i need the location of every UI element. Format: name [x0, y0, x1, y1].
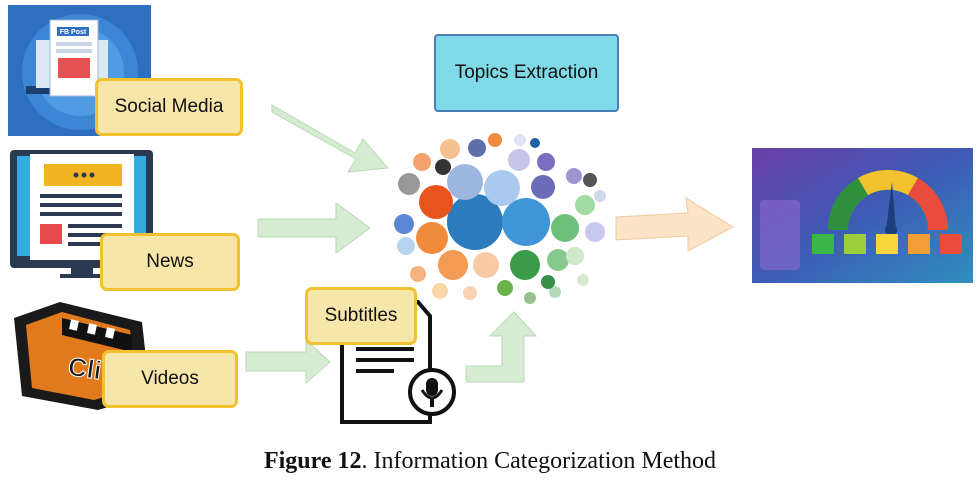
news-label: News [100, 233, 240, 291]
arrow-videos-to-subtitles [245, 338, 331, 385]
figure-caption-text: . Information Categorization Method [361, 448, 717, 474]
video-icon-text: Cli [66, 351, 103, 385]
arrow-subtitles-to-topics [465, 311, 538, 383]
videos-label: Videos [102, 350, 238, 408]
arrow-topics-to-sentiment [615, 197, 735, 252]
arrow-news-to-topics [257, 202, 371, 254]
figure-caption-label: Figure 12 [263, 448, 362, 474]
subtitles-label: Subtitles [305, 287, 417, 345]
arrow-social-to-topics [271, 104, 390, 173]
fb-post-text: FB Post [60, 29, 87, 36]
social-media-label: Social Media [95, 78, 243, 136]
bubble-chart-icon [388, 128, 612, 304]
figure-caption: Figure 12. Information Categorization Me… [0, 448, 980, 475]
sentiment-gauge-icon [752, 148, 973, 283]
topics-extraction-box: Topics Extraction [434, 34, 619, 112]
